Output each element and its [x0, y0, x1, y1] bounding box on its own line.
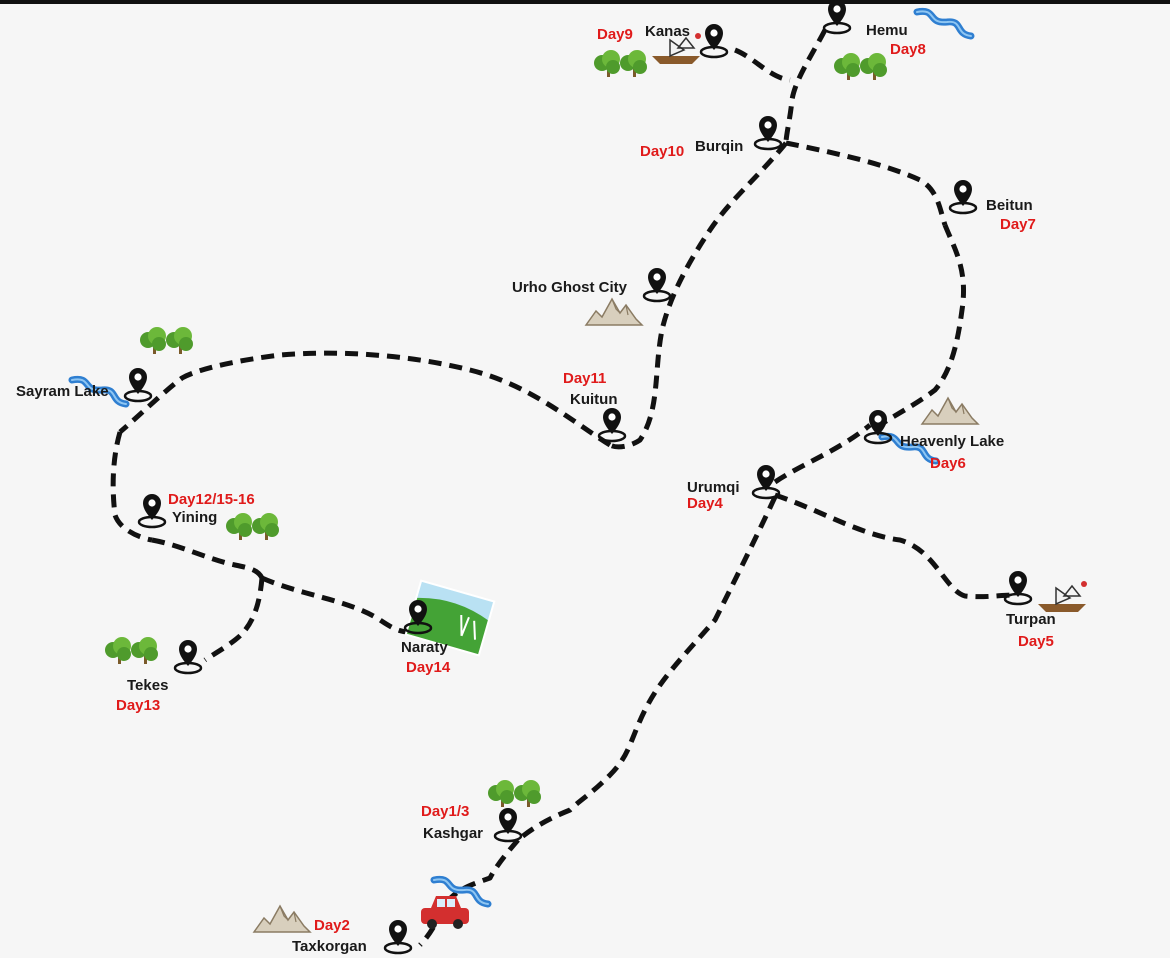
- route-burqin-beitun: [785, 140, 948, 226]
- map-pin-icon[interactable]: [123, 366, 153, 403]
- trees-icon: [834, 53, 887, 80]
- map-pin-icon[interactable]: [493, 806, 523, 843]
- trees-icon: [105, 637, 158, 664]
- route-yining-junction: [151, 537, 265, 580]
- day-label-beitun: Day7: [1000, 216, 1036, 233]
- route-sayram-yining: [110, 431, 153, 543]
- boat-icon: [1037, 580, 1088, 613]
- day-label-naraty: Day14: [406, 659, 451, 676]
- place-label-sayram: Sayram Lake: [16, 383, 109, 400]
- route-lines: [110, 28, 1016, 947]
- place-label-kuitun: Kuitun: [570, 391, 617, 408]
- trees-icon: [488, 780, 541, 807]
- route-junction-naraty: [260, 575, 419, 635]
- day-label-taxkorgan: Day2: [314, 917, 350, 934]
- place-label-heavenly: Heavenly Lake: [900, 433, 1004, 450]
- map-pin-icon[interactable]: [948, 178, 978, 215]
- day-label-heavenly: Day6: [930, 455, 966, 472]
- trees-icon: [140, 327, 193, 354]
- mountains-icon: [253, 905, 311, 933]
- map-pin-icon[interactable]: [642, 266, 672, 303]
- place-label-urho: Urho Ghost City: [512, 279, 628, 296]
- route-urumqi-turpan: [774, 492, 1016, 600]
- river-icon: [917, 11, 971, 36]
- day-label-kanas: Day9: [597, 26, 633, 43]
- mountains-icon: [921, 397, 979, 425]
- day-label-hemu: Day8: [890, 41, 926, 58]
- trees-icon: [226, 513, 279, 540]
- day-label-burqin: Day10: [640, 143, 684, 160]
- map-pin-icon[interactable]: [173, 638, 203, 675]
- route-hemu-burqin: [783, 28, 828, 144]
- map-pin-icon[interactable]: [597, 406, 627, 443]
- map-pins: [123, 0, 1033, 955]
- place-label-hemu: Hemu: [866, 22, 908, 39]
- place-label-kanas: Kanas: [645, 23, 690, 40]
- route-urumqi-kashgar: [516, 495, 778, 842]
- place-label-taxkorgan: Taxkorgan: [292, 938, 367, 955]
- place-label-naraty: Naraty: [401, 639, 448, 656]
- place-label-kashgar: Kashgar: [423, 825, 483, 842]
- day-label-tekes: Day13: [116, 697, 160, 714]
- map-pin-icon[interactable]: [383, 918, 413, 955]
- day-label-kashgar: Day1/3: [421, 803, 469, 820]
- route-burqin-kuitun: [608, 141, 788, 450]
- car-icon: [421, 896, 469, 929]
- top-border: [0, 0, 1170, 4]
- place-label-burqin: Burqin: [695, 138, 743, 155]
- map-pin-icon[interactable]: [822, 0, 852, 35]
- route-beitun-heavenly: [878, 224, 966, 428]
- place-label-tekes: Tekes: [127, 677, 168, 694]
- map-pin-icon[interactable]: [1003, 569, 1033, 606]
- route-urumqi-heavenly: [773, 423, 872, 485]
- place-label-yining: Yining: [172, 509, 217, 526]
- route-kanas-burqin: [733, 47, 791, 83]
- day-label-yining: Day12/15-16: [168, 491, 255, 508]
- map-pin-icon[interactable]: [699, 22, 729, 59]
- place-labels: Day9 Kanas Hemu Day8 Burqin Day10 Beitun…: [16, 22, 1056, 955]
- map-pin-icon[interactable]: [753, 114, 783, 151]
- day-label-turpan: Day5: [1018, 633, 1054, 650]
- place-label-beitun: Beitun: [986, 197, 1033, 214]
- day-label-urumqi: Day4: [687, 495, 724, 512]
- map-pin-icon[interactable]: [137, 492, 167, 529]
- route-kuitun-sayram: [118, 350, 612, 448]
- route-junction-tekes: [203, 577, 265, 663]
- place-label-urumqi: Urumqi: [687, 479, 740, 496]
- mountains-icon: [585, 298, 643, 326]
- trees-icon: [594, 50, 647, 77]
- place-label-turpan: Turpan: [1006, 611, 1056, 628]
- day-label-kuitun: Day11: [563, 370, 606, 387]
